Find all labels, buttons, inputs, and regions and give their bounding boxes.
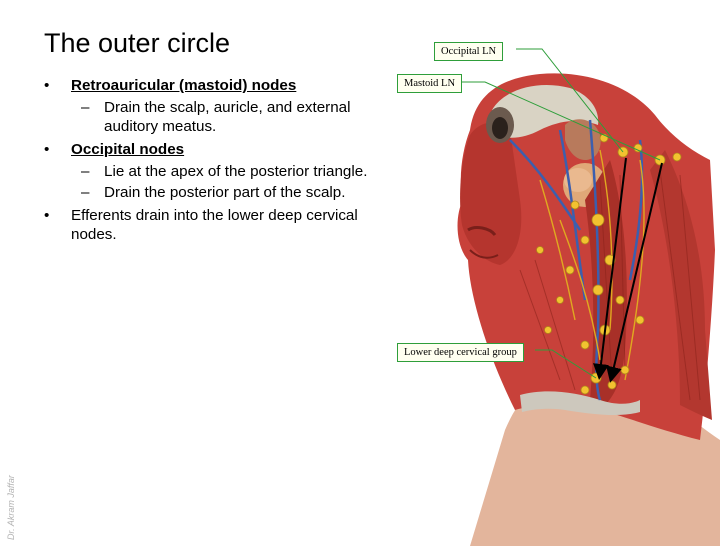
bullet-item-efferents: Efferents drain into the lower deep cerv…: [44, 206, 389, 244]
face-muscles: [460, 122, 522, 265]
bullet-heading: Occipital nodes: [71, 141, 185, 158]
sub-list: Drain the scalp, auricle, and external a…: [71, 98, 389, 136]
mouth: [467, 226, 497, 237]
drainage-arrow-occipital: [606, 162, 663, 383]
bullet-item-occipital-nodes: Occipital nodes Lie at the apex of the p…: [44, 140, 389, 202]
sub-bullet: Drain the posterior part of the scalp.: [71, 183, 389, 202]
slide-title: The outer circle: [44, 28, 231, 58]
lymph-node-mastoid: [599, 133, 609, 143]
bullet-item-mastoid-nodes: Retroauricular (mastoid) nodes Drain the…: [44, 76, 389, 136]
author-watermark: Dr. Akram Jaffar: [6, 475, 16, 540]
trapezius-muscle: [650, 150, 712, 420]
bullet-list: Retroauricular (mastoid) nodes Drain the…: [44, 76, 389, 248]
sub-bullet: Lie at the apex of the posterior triangl…: [71, 162, 389, 181]
head-neck-muscles: [457, 73, 715, 440]
callout-mastoid-ln: Mastoid LN: [397, 74, 463, 93]
sub-bullet: Drain the scalp, auricle, and external a…: [71, 98, 389, 136]
bullet-heading: Retroauricular (mastoid) nodes: [71, 77, 297, 94]
lymph-node-occipital: [617, 146, 629, 158]
neck-skin: [470, 380, 720, 546]
callout-occipital-ln: Occipital LN: [434, 42, 504, 61]
parotid-gland: [563, 163, 607, 207]
eye-socket: [486, 107, 514, 143]
callout-lower-deep-cervical-group: Lower deep cervical group: [397, 343, 524, 362]
jugular-vein: [588, 119, 602, 401]
sternocleidomastoid-muscle: [585, 160, 627, 405]
bullet-text: Efferents drain into the lower deep cerv…: [71, 207, 358, 243]
skull-bone: [492, 84, 599, 138]
sub-list: Lie at the apex of the posterior triangl…: [71, 162, 389, 202]
drainage-arrow-mastoid: [593, 157, 627, 380]
lymph-node-lower-deep-cervical: [590, 372, 602, 384]
clavicle-bone: [520, 391, 640, 416]
ear: [565, 119, 601, 160]
